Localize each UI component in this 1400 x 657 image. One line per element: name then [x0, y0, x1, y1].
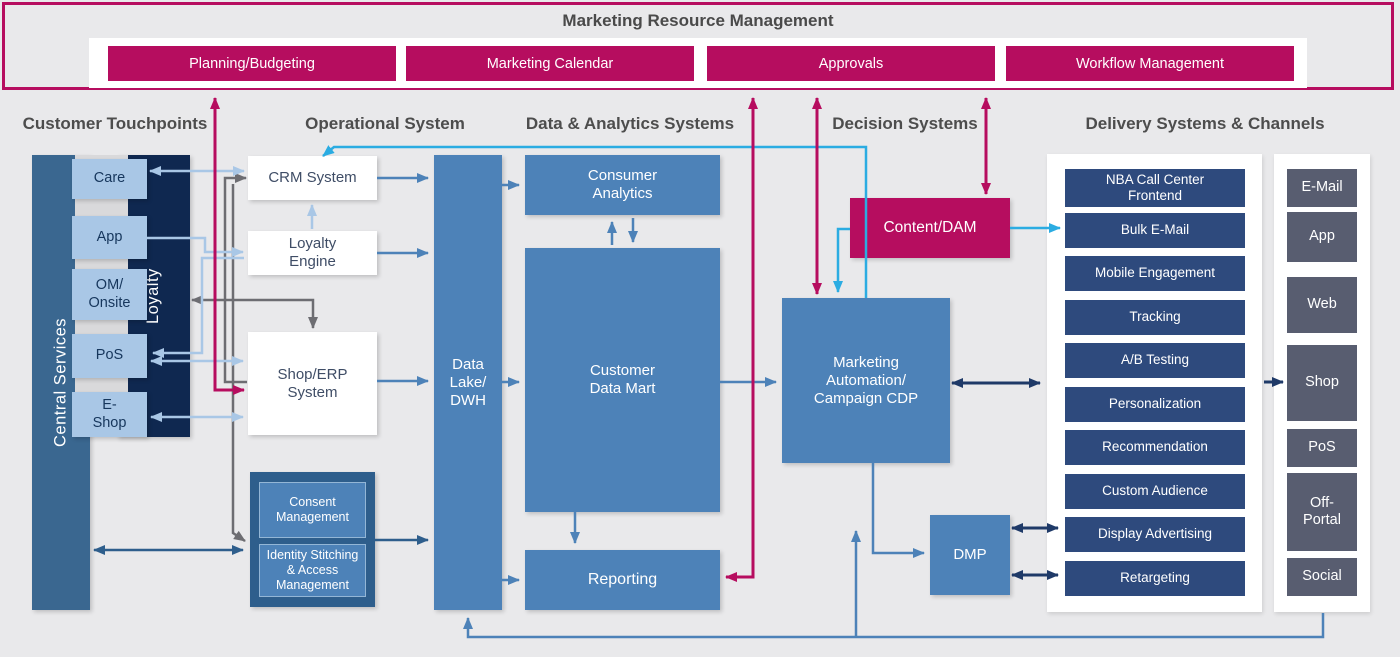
header-delivery-systems-channels: Delivery Systems & Channels [1085, 114, 1325, 133]
mrm-button-workflow-management: Workflow Management [1006, 46, 1294, 81]
mrm-button-planning-budgeting: Planning/Budgeting [108, 46, 396, 81]
node-consent-management: Consent Management [259, 482, 366, 538]
channels-container: E-Mail App Web Shop PoS Off- Portal Soci… [1274, 154, 1370, 612]
node-reporting: Reporting [525, 550, 720, 610]
mrm-band: Planning/Budgeting Marketing Calendar Ap… [89, 38, 1307, 88]
channel-email: E-Mail [1287, 169, 1357, 207]
node-tracking: Tracking [1065, 300, 1245, 335]
node-custom-audience: Custom Audience [1065, 474, 1245, 509]
node-e-shop: E- Shop [72, 392, 147, 437]
node-shop-erp-system: Shop/ERP System [248, 332, 377, 435]
mrm-panel: Marketing Resource Management Planning/B… [2, 2, 1394, 90]
node-personalization: Personalization [1065, 387, 1245, 422]
arrow-crm-to-identity-stitching [231, 184, 246, 543]
header-customer-touchpoints: Customer Touchpoints [22, 114, 208, 133]
arrow-mrm-reporting [725, 97, 758, 582]
node-dmp: DMP [930, 515, 1010, 595]
node-app: App [72, 216, 147, 259]
arrow-shop-erp-to-crm [223, 173, 247, 384]
node-recommendation: Recommendation [1065, 430, 1245, 465]
arrow-mrm-shop-erp [210, 97, 245, 395]
header-operational-system: Operational System [305, 114, 465, 133]
channel-off-portal: Off- Portal [1287, 473, 1357, 551]
header-data-analytics-systems: Data & Analytics Systems [525, 114, 735, 133]
node-display-advertising: Display Advertising [1065, 517, 1245, 552]
channel-app: App [1287, 212, 1357, 262]
mrm-title: Marketing Resource Management [562, 11, 834, 30]
node-loyalty-engine: Loyalty Engine [248, 231, 377, 275]
node-bulk-email: Bulk E-Mail [1065, 213, 1245, 248]
node-care: Care [72, 159, 147, 199]
node-pos: PoS [72, 334, 147, 378]
arrow-loyalty-shop-erp [191, 295, 318, 329]
node-identity-stitching: Identity Stitching & Access Management [259, 544, 366, 597]
header-decision-systems: Decision Systems [832, 114, 978, 133]
arrow-content-dam-to-marketing-automation [833, 227, 850, 293]
arrow-channels-feedback-to-data-lake [463, 613, 1325, 639]
channel-web: Web [1287, 277, 1357, 333]
node-retargeting: Retargeting [1065, 561, 1245, 596]
delivery-systems-container: NBA Call Center Frontend Bulk E-Mail Mob… [1047, 154, 1262, 612]
node-om-onsite: OM/ Onsite [72, 269, 147, 320]
channel-shop: Shop [1287, 345, 1357, 421]
mrm-button-approvals: Approvals [707, 46, 995, 81]
node-ab-testing: A/B Testing [1065, 343, 1245, 378]
node-nba-call-center: NBA Call Center Frontend [1065, 169, 1245, 207]
node-crm-system: CRM System [248, 156, 377, 200]
arrow-marketing-automation-to-dmp [871, 463, 925, 558]
channel-pos: PoS [1287, 429, 1357, 467]
node-mobile-engagement: Mobile Engagement [1065, 256, 1245, 291]
node-data-lake-dwh: Data Lake/ DWH [434, 155, 502, 610]
node-content-dam: Content/DAM [850, 198, 1010, 258]
node-customer-data-mart: Customer Data Mart [525, 248, 720, 512]
node-marketing-automation-cdp: Marketing Automation/ Campaign CDP [782, 298, 950, 463]
consent-identity-container: Consent Management Identity Stitching & … [250, 472, 375, 607]
node-consumer-analytics: Consumer Analytics [525, 155, 720, 215]
channel-social: Social [1287, 558, 1357, 596]
mrm-button-marketing-calendar: Marketing Calendar [406, 46, 694, 81]
